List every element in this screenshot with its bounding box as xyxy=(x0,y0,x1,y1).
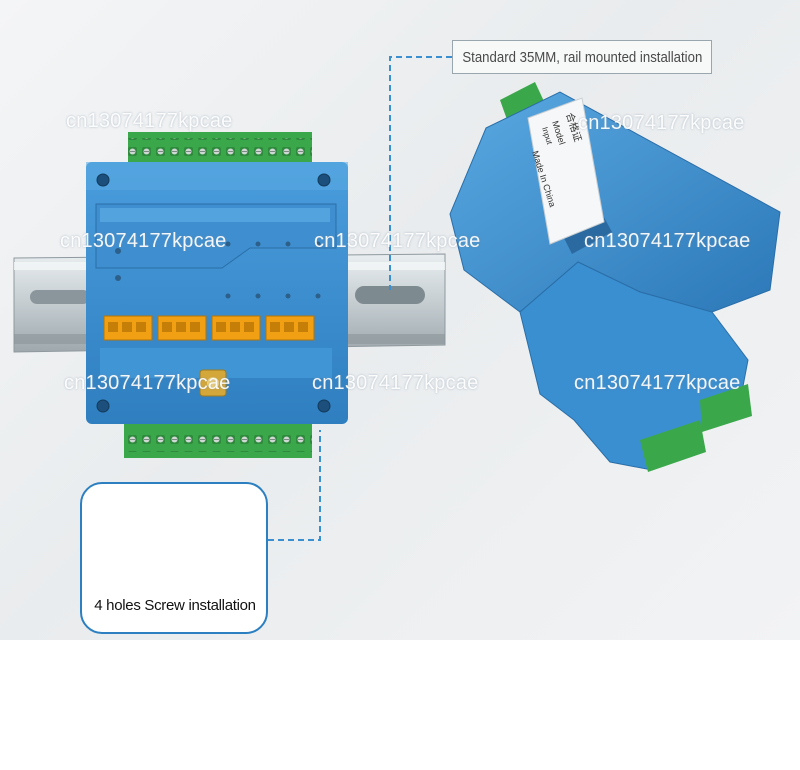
watermark: cn13074177kpcae xyxy=(60,230,227,252)
watermark: cn13074177kpcae xyxy=(584,230,751,252)
product-photo: 合格证 Model Input Made In China xyxy=(0,0,800,640)
blank-area xyxy=(0,640,800,770)
module-side: 合格证 Model Input Made In China xyxy=(449,82,781,472)
screw-callout-box xyxy=(80,482,268,634)
relay-terminals xyxy=(103,315,315,341)
callout-lines xyxy=(268,56,452,541)
rail-callout-box: Standard 35MM, rail mounted installation xyxy=(452,40,712,74)
watermark: cn13074177kpcae xyxy=(64,372,231,394)
watermark: cn13074177kpcae xyxy=(574,372,741,394)
screw-callout-label: 4 holes Screw installation xyxy=(94,597,256,614)
watermark: cn13074177kpcae xyxy=(578,112,745,134)
device-illustration: 合格证 Model Input Made In China xyxy=(13,56,781,598)
rail-callout-label: Standard 35MM, rail mounted installation xyxy=(462,48,702,66)
module-front xyxy=(86,132,348,458)
watermark: cn13074177kpcae xyxy=(312,372,479,394)
watermark: cn13074177kpcae xyxy=(66,110,233,132)
watermark: cn13074177kpcae xyxy=(314,230,481,252)
